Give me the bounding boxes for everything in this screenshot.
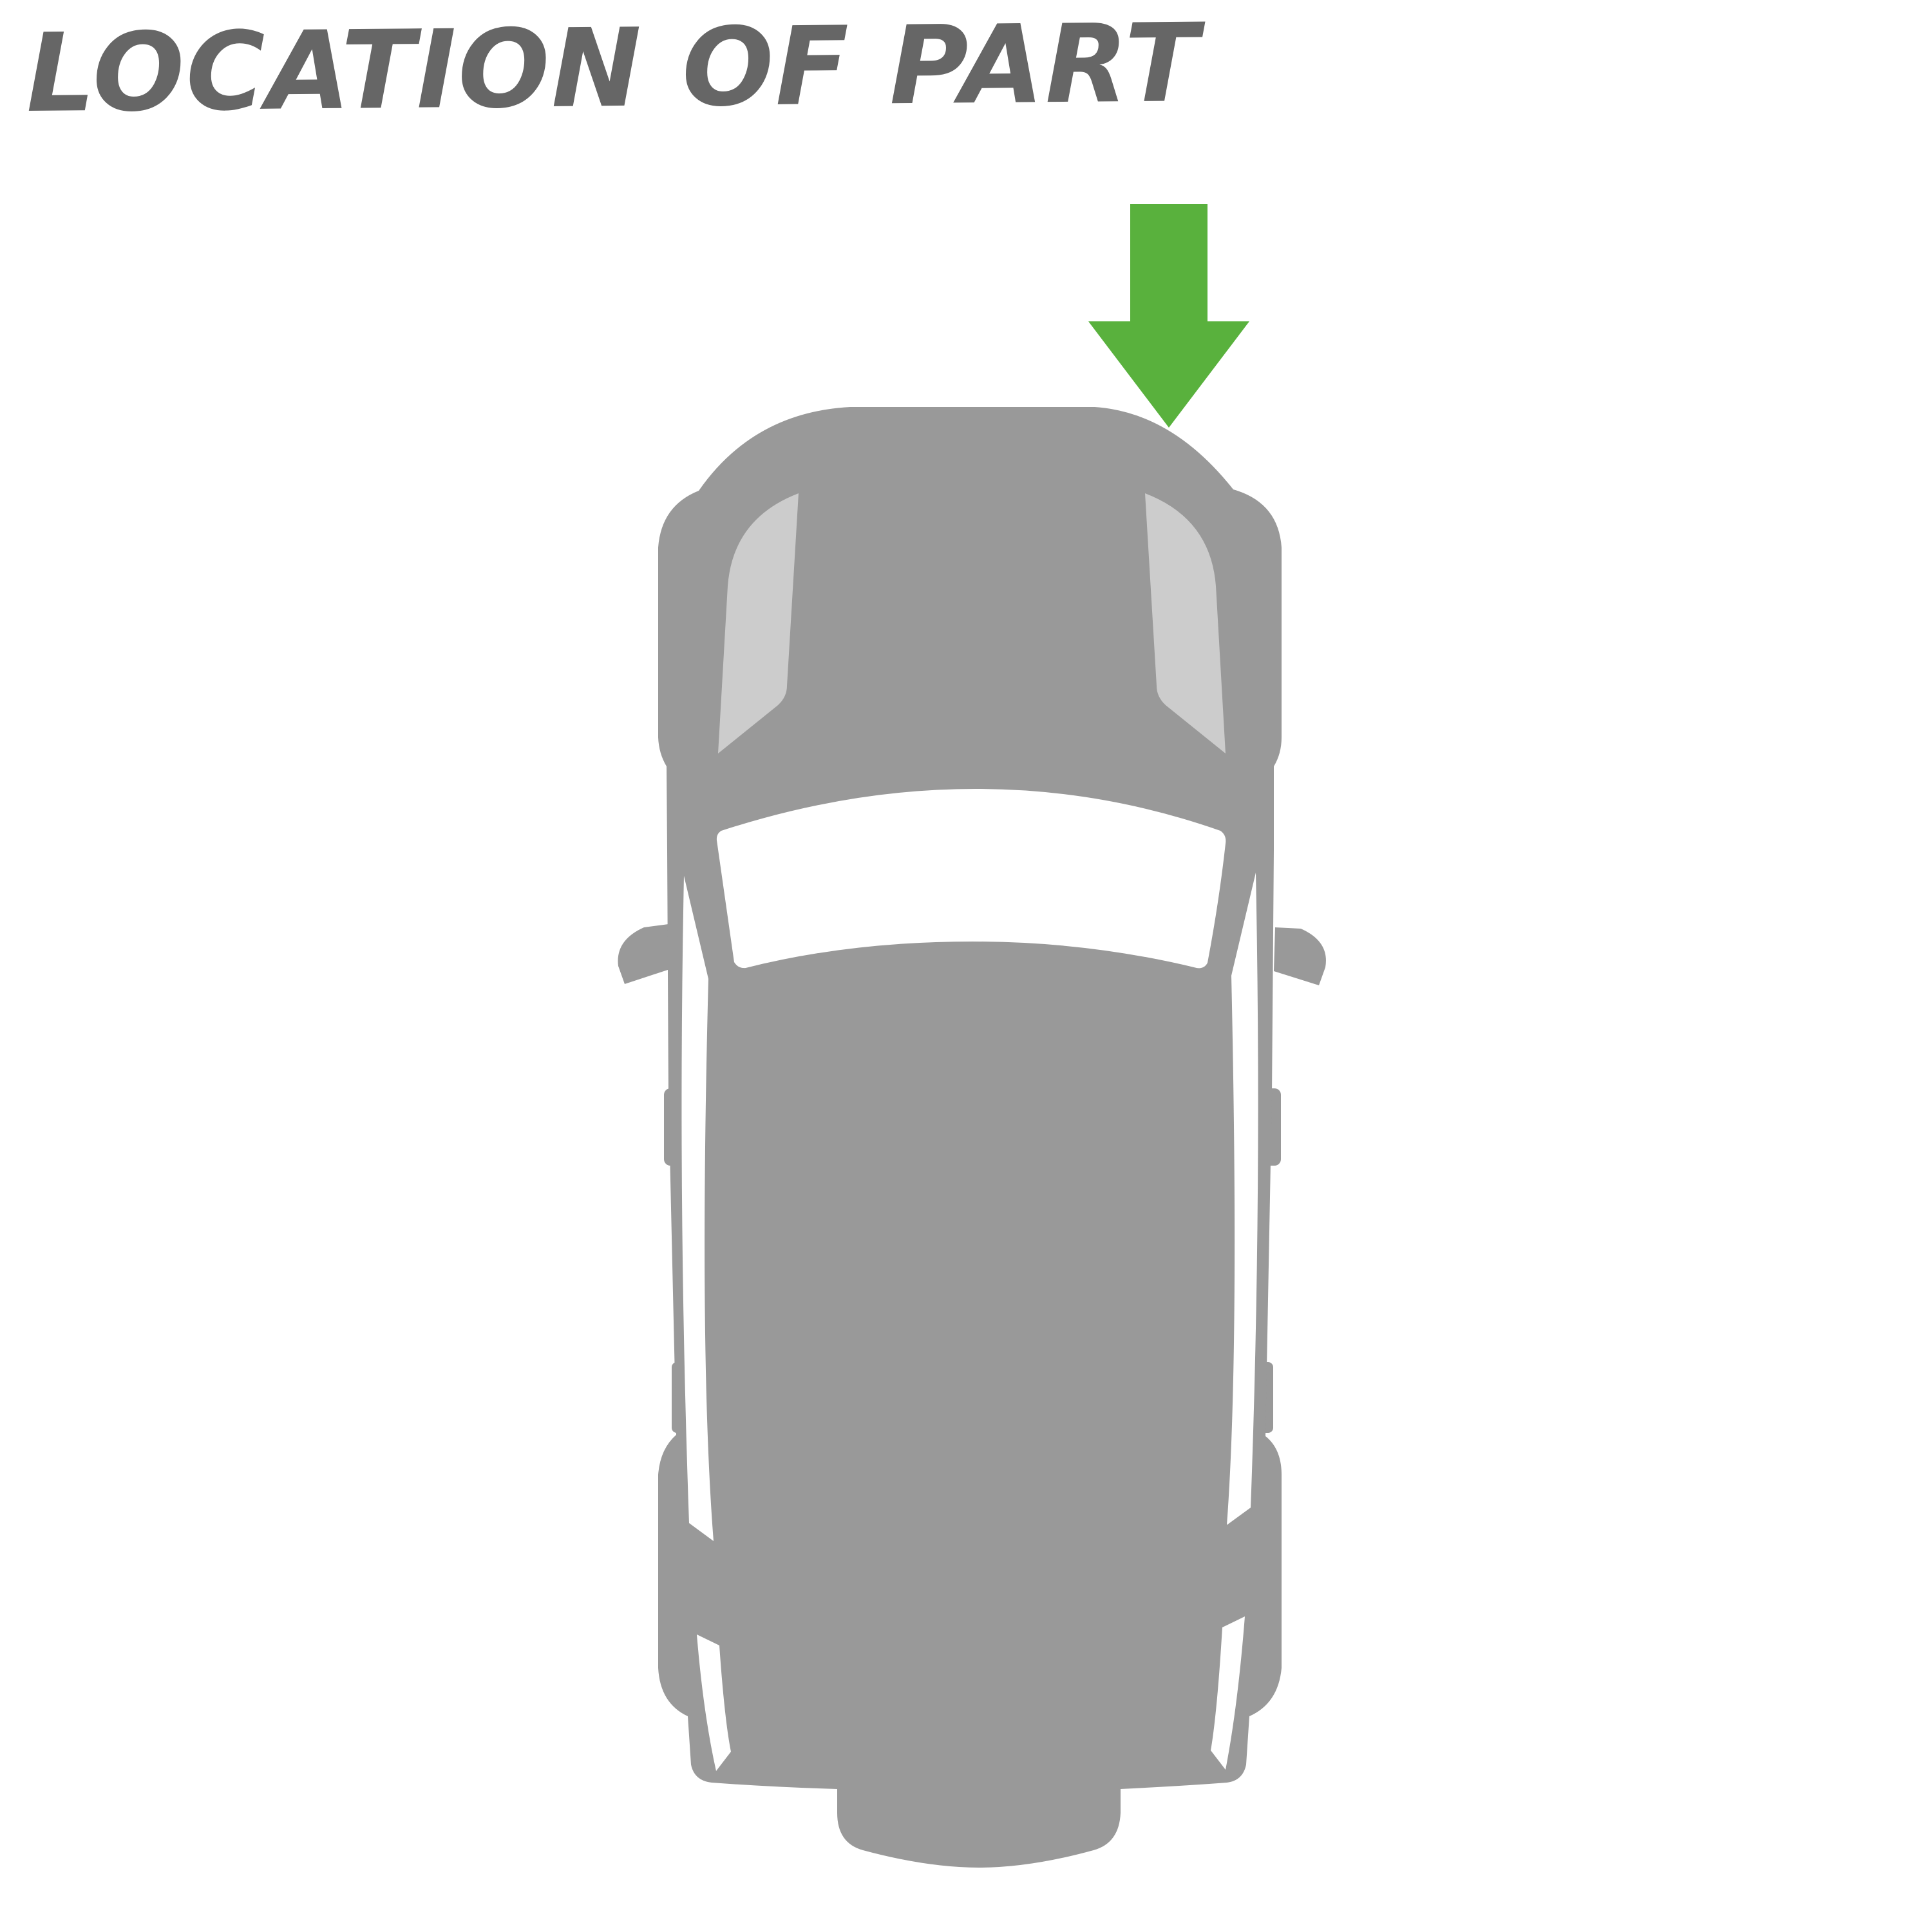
right-hood-window xyxy=(1145,493,1226,753)
right-side-glass xyxy=(1227,873,1258,1525)
left-mirror xyxy=(618,924,670,984)
left-rear-corner xyxy=(697,1634,731,1771)
right-rear-corner xyxy=(1211,1616,1245,1770)
truck-body xyxy=(658,407,1282,1868)
right-mirror xyxy=(1274,927,1326,985)
left-hood-window xyxy=(718,493,799,753)
indicator-arrow-icon xyxy=(1088,204,1249,428)
windshield xyxy=(716,789,1226,969)
left-side-glass xyxy=(681,876,714,1541)
